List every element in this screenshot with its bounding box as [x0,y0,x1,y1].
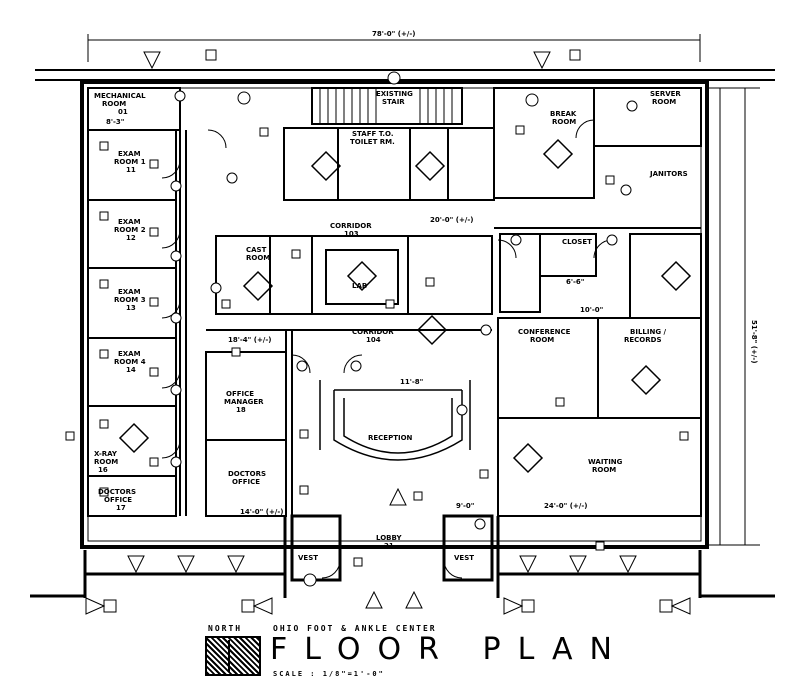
door-number-tags [170,71,638,587]
room-stair-name: EXISTING [376,90,413,98]
dim-4: 11'-8" [400,378,423,386]
room-billing-name: BILLING / [630,328,667,336]
room-doctors-name: DOCTORS [98,488,136,496]
project-name: OHIO FOOT & ANKLE CENTER [273,624,437,633]
room-office-sub: MANAGER [224,398,264,406]
north-arrow-logo [205,636,261,676]
room-closet: CLOSET [562,238,592,246]
room-exam2-sub: ROOM 2 [114,226,146,234]
room-waiting-name: WAITING [588,458,623,466]
dim-5: 9'-0" [456,502,474,510]
room-cast-name: CAST [246,246,267,254]
room-staff-toilets-name: STAFF T.O. [352,130,394,138]
window-tags [127,51,637,609]
section-tags [118,138,692,474]
room-lobby-name: LOBBY [376,534,402,542]
dimension-labels: 18'-4" (+/-) 24'-0" (+/-) 14'-0" (+/-) 1… [228,216,603,516]
room-vest-w: VEST [298,554,318,562]
room-staff-toilets-sub: TOILET RM. [350,138,395,146]
dim-1: 18'-4" (+/-) [228,336,271,344]
room-mechanical-dim: 8'-3" [106,118,124,126]
overall-dimension-right [705,87,760,546]
room-exam1-sub: ROOM 1 [114,158,146,166]
room-doctor2-sub: OFFICE [232,478,260,486]
room-conference-sub: ROOM [530,336,554,344]
room-doctors-sub: OFFICE [104,496,132,504]
room-exam4-num: 14 [126,366,136,374]
existing-wall-top [35,69,775,81]
room-janitors: JANITORS [649,170,688,178]
room-corridor-upper: CORRIDOR [330,222,372,230]
room-corridor-mid-num: 104 [366,336,381,344]
room-exam2-name: EXAM [118,218,141,226]
room-labels: MECHANICAL ROOM 01 8'-3" EXAM ROOM 1 11 … [94,90,688,562]
room-xray-name: X-RAY [94,450,118,458]
east-rooms [493,87,702,517]
exterior-door-tags [85,597,691,615]
room-exam3-num: 13 [126,304,136,312]
dim-2: 24'-0" (+/-) [544,502,587,510]
overall-dim-top-label: 78'-0" (+/-) [372,30,415,38]
reception-desk [319,380,471,461]
dim-6: 10'-0" [580,306,603,314]
room-corridor-mid: CORRIDOR [352,328,394,336]
room-vest-e: VEST [454,554,474,562]
room-exam3-name: EXAM [118,288,141,296]
drawing-scale: SCALE : 1/8"=1'-0" [273,670,385,678]
room-exam4-name: EXAM [118,350,141,358]
room-office-num: 18 [236,406,246,414]
equipment-tags [65,49,689,567]
dim-7: 6'-6" [566,278,584,286]
center-rooms [205,127,495,517]
room-break-name: BREAK [550,110,577,118]
room-corridor-upper-num: 103 [344,230,359,238]
room-exam2-num: 12 [126,234,136,242]
room-exam4-sub: ROOM 4 [114,358,146,366]
room-doctor2-name: DOCTORS [228,470,266,478]
room-lobby-num: 21 [384,542,394,550]
room-billing-sub: RECORDS [624,336,662,344]
room-break-sub: ROOM [552,118,576,126]
room-exam1-name: EXAM [118,150,141,158]
existing-stair [311,87,463,125]
room-office-name: OFFICE [226,390,254,398]
room-doctors-num: 17 [116,504,126,512]
room-mechanical-sub: ROOM [102,100,126,108]
room-mechanical-num: 01 [118,108,128,116]
room-xray-num: 16 [98,466,108,474]
room-stair-sub: STAIR [382,98,405,106]
room-cast-sub: ROOM [246,254,270,262]
west-rooms [87,87,187,517]
room-exam1-num: 11 [126,166,136,174]
room-server-sub: ROOM [652,98,676,106]
room-waiting-sub: ROOM [592,466,616,474]
dim-3: 14'-0" (+/-) [240,508,283,516]
room-conference-name: CONFERENCE [518,328,571,336]
room-xray-sub: ROOM [94,458,118,466]
room-lab-name: LAB [352,282,367,290]
south-entry [30,514,775,598]
room-mechanical-name: MECHANICAL [94,92,146,100]
drawing-title: FLOOR PLAN [270,632,629,667]
room-exam3-sub: ROOM 3 [114,296,146,304]
overall-dim-right-label: 51'-8" (+/-) [750,320,758,363]
door-swings [161,119,613,579]
north-label: NORTH [208,624,243,633]
room-server-name: SERVER [650,90,681,98]
room-reception-name: RECEPTION [368,434,413,442]
overall-dimension-top [87,34,701,62]
dim-8: 20'-0" (+/-) [430,216,473,224]
north-arrow-divider [228,640,230,672]
